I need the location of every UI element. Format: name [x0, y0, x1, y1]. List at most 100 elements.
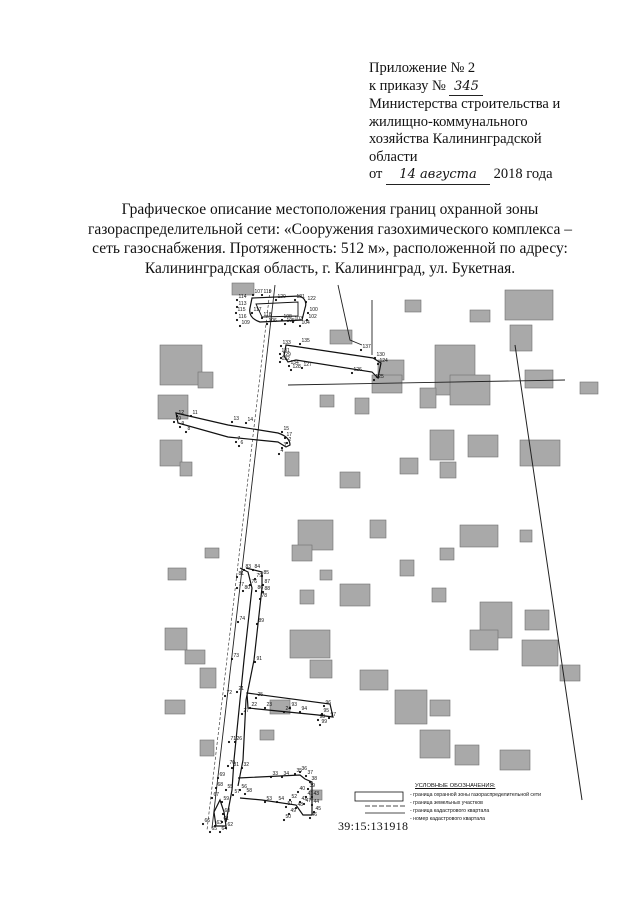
building: [284, 451, 300, 477]
point-label: 108: [284, 314, 293, 320]
building: [429, 429, 455, 461]
point-label: 9: [182, 421, 185, 427]
ministry-line-2: жилищно-коммунального: [369, 113, 528, 130]
point-label: 7: [238, 436, 241, 442]
point-label: 124: [380, 358, 389, 364]
legend-label-parcel: - граница земельных участков: [410, 800, 483, 806]
point-label: 22: [252, 702, 258, 708]
survey-point: [300, 366, 304, 370]
building: [429, 699, 451, 717]
survey-point: [327, 716, 331, 720]
survey-point: [240, 712, 244, 716]
point-label: 10: [176, 416, 182, 422]
point-label: 64: [222, 826, 228, 832]
building: [579, 381, 599, 395]
point-label: 116: [239, 314, 247, 320]
point-label: 17: [287, 432, 293, 438]
point-label: 91: [257, 656, 263, 662]
point-label: 119: [264, 289, 272, 295]
title-line-2: газораспределительной сети: «Сооружения …: [87, 220, 573, 238]
building: [509, 324, 533, 352]
survey-point: [235, 305, 239, 309]
building: [524, 609, 550, 631]
point-label: 49: [291, 808, 297, 814]
legend-label-zone: - граница охранной зоны газораспределите…: [410, 792, 542, 798]
survey-point: [298, 710, 302, 714]
point-label: 80: [245, 585, 251, 591]
building: [197, 371, 214, 389]
survey-point: [253, 660, 257, 664]
survey-point: [316, 718, 320, 722]
building: [259, 729, 275, 741]
survey-point: [178, 425, 182, 429]
point-label: 79: [257, 573, 263, 579]
point-label: 115: [238, 307, 246, 313]
point-label: 127: [304, 362, 313, 368]
survey-point: [220, 800, 224, 804]
building: [394, 689, 428, 725]
point-label: 2: [289, 437, 292, 443]
survey-point: [214, 786, 218, 790]
survey-point: [288, 798, 292, 802]
point-label: 95: [324, 708, 330, 714]
survey-point: [244, 421, 248, 425]
survey-point: [269, 775, 273, 779]
survey-point: [263, 800, 267, 804]
point-label: 81: [239, 571, 245, 577]
survey-point: [280, 446, 284, 450]
point-label: 107: [255, 289, 264, 295]
point-label: 89: [259, 618, 265, 624]
survey-point: [304, 774, 308, 778]
legend: УСЛОВНЫЕ ОБОЗНАЧЕНИЯ: - граница охранной…: [350, 783, 590, 825]
survey-point: [235, 586, 239, 590]
survey-point: [175, 414, 179, 418]
building: [499, 749, 531, 771]
point-label: 131: [282, 348, 291, 354]
point-label: 69: [220, 772, 226, 778]
ministry-line-3: хозяйства Калининградской: [369, 131, 542, 147]
point-label: 96: [326, 700, 332, 706]
point-label: 113: [239, 301, 247, 307]
order-date: от 14 августа 2018 года: [369, 166, 599, 185]
survey-point: [241, 589, 245, 593]
survey-point: [208, 830, 212, 834]
building: [319, 394, 335, 408]
building: [204, 547, 220, 559]
survey-point: [263, 706, 267, 710]
survey-point: [231, 793, 235, 797]
point-label: 85: [264, 570, 270, 576]
point-label: 102: [309, 314, 318, 320]
point-label: 73: [234, 653, 240, 659]
survey-point: [224, 788, 228, 792]
building: [519, 439, 561, 467]
point-label: 135: [302, 338, 311, 344]
point-label: 94: [302, 706, 308, 712]
point-label: 45: [316, 806, 322, 812]
survey-point: [282, 818, 286, 822]
point-label: 31: [234, 762, 240, 768]
point-label: 99: [322, 719, 328, 725]
building: [439, 461, 457, 479]
point-label: 54: [279, 796, 285, 802]
building: [467, 434, 499, 458]
protection-zone-lines: [175, 295, 382, 827]
survey-point: [306, 787, 310, 791]
point-label: 13: [234, 416, 240, 422]
title-line-1: Графическое описание местоположения гран…: [121, 201, 539, 218]
survey-point: [298, 342, 302, 346]
point-label: 60: [225, 808, 231, 814]
order-prefix: к приказу №: [369, 77, 446, 94]
survey-point: [322, 704, 326, 708]
point-label: 97: [331, 712, 337, 718]
point-label: 84: [255, 564, 261, 570]
point-label: 117: [254, 307, 262, 313]
cadastral-quarter-number: 39:15:131918: [338, 819, 409, 833]
survey-point: [372, 378, 376, 382]
point-label: 38: [312, 776, 318, 782]
point-label: 40: [300, 786, 306, 792]
appendix-title: Приложение № 2: [369, 60, 476, 76]
point-label: 98: [320, 714, 326, 720]
point-label: 132: [282, 356, 291, 362]
building: [339, 471, 361, 489]
